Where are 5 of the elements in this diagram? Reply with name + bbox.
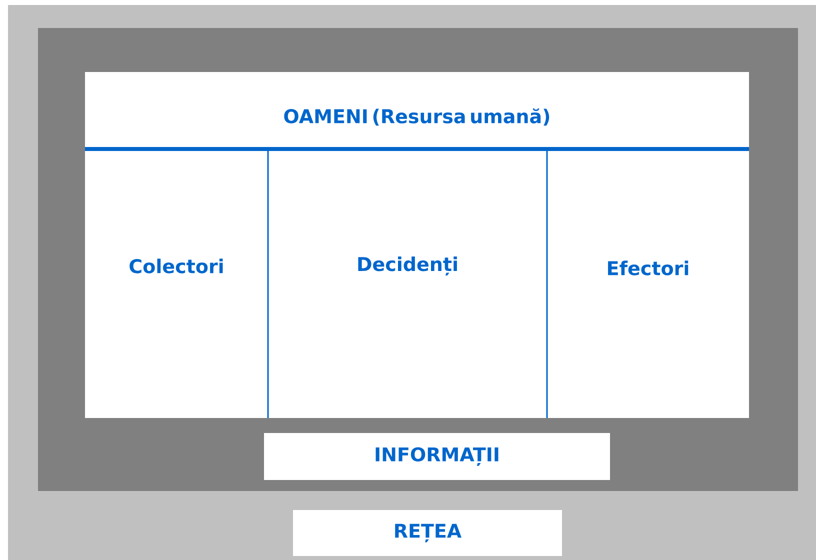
label-box: REȚEA (293, 510, 562, 556)
column-cell: Decidenți (358, 256, 457, 276)
column-cell: Colectori (130, 258, 223, 274)
column-cell: Efectori (608, 260, 688, 276)
label-box: INFORMAȚII (264, 433, 610, 480)
